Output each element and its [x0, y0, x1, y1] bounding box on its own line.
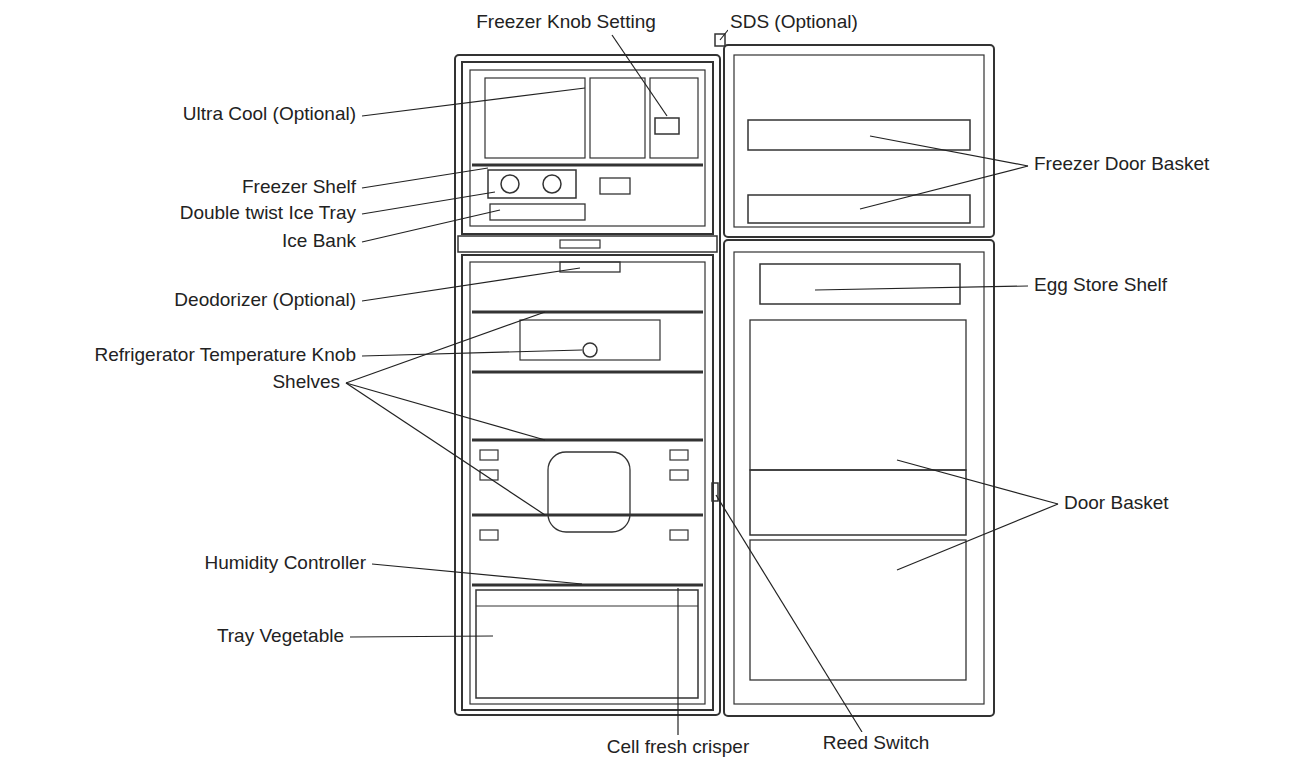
part-label: Humidity Controller: [202, 552, 368, 574]
part-label: Cell fresh crisper: [605, 736, 752, 758]
part-label: Ice Bank: [280, 230, 358, 252]
part-label: Double twist Ice Tray: [178, 202, 358, 224]
part-label: Deodorizer (Optional): [172, 289, 358, 311]
part-label: Egg Store Shelf: [1032, 274, 1169, 296]
part-label: Ultra Cool (Optional): [181, 103, 358, 125]
part-label: SDS (Optional): [728, 11, 860, 33]
part-label: Tray Vegetable: [215, 625, 346, 647]
part-label: Freezer Knob Setting: [474, 11, 658, 33]
part-label: Freezer Shelf: [240, 176, 358, 198]
part-label: Freezer Door Basket: [1032, 153, 1211, 175]
part-label: Door Basket: [1062, 492, 1171, 514]
part-label: Refrigerator Temperature Knob: [92, 344, 358, 366]
part-label: Shelves: [270, 371, 342, 393]
part-label: Reed Switch: [821, 732, 932, 754]
